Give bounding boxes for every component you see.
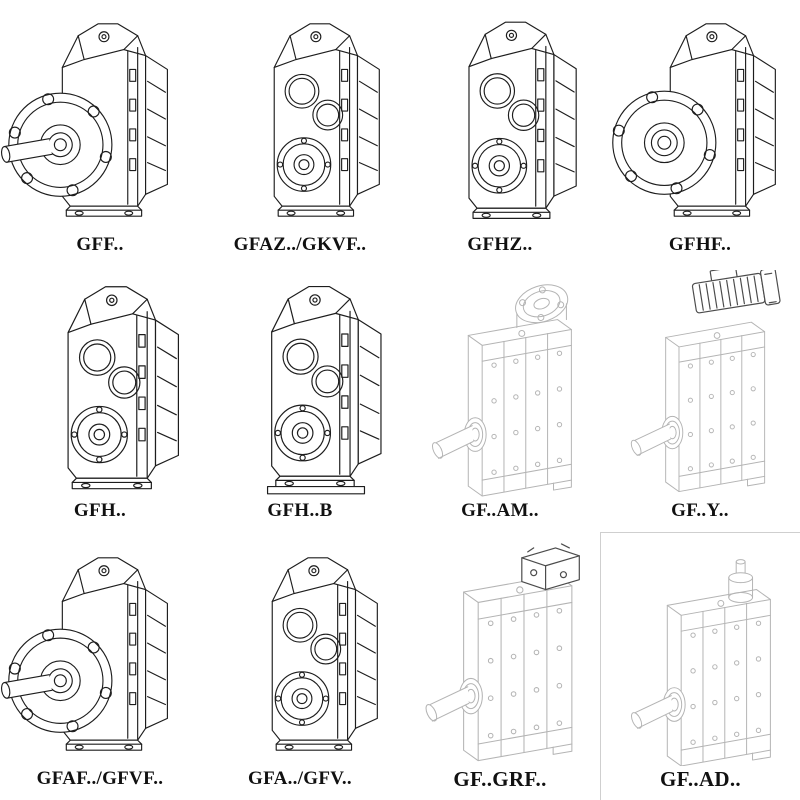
gfhz-drawing	[468, 21, 577, 219]
gfaf-gfvf-drawing	[0, 557, 168, 751]
gf-y-label: GF..Y..	[671, 500, 729, 521]
gearbox-cell-gfaf-gfvf: GFAF../GFVF..	[0, 532, 200, 800]
gearbox-cell-gff: GFF..	[0, 0, 200, 266]
gearbox-cell-gfh: GFH..	[0, 266, 200, 532]
gff-drawing	[0, 23, 168, 217]
gfaz-gkvf-label: GFAZ../GKVF..	[233, 234, 367, 255]
gf-grf-label: GF..GRF..	[453, 767, 547, 791]
gearbox-cell-gf-y: GF..Y..	[600, 266, 800, 532]
gfa-gfv-drawing	[271, 557, 378, 751]
gfhf-drawing	[612, 23, 776, 217]
gff-label: GFF..	[76, 234, 124, 255]
gearbox-cell-gfh-b: GFH..B	[200, 266, 400, 532]
gf-y-drawing	[628, 270, 782, 493]
gfh-drawing	[67, 286, 180, 490]
gfh-b-drawing	[266, 285, 382, 495]
gf-am-drawing	[429, 277, 574, 497]
gfhz-label: GFHZ..	[467, 234, 533, 255]
gf-ad-label: GF..AD..	[660, 767, 741, 791]
gearbox-cell-gfhz: GFHZ..	[400, 0, 600, 266]
gfh-label: GFH..	[73, 500, 127, 521]
gearbox-cell-gfa-gfv: GFA../GFV..	[200, 532, 400, 800]
gf-grf-drawing	[423, 543, 580, 762]
gfaf-gfvf-label: GFAF../GFVF..	[36, 768, 164, 789]
gearbox-cell-gfhf: GFHF..	[600, 0, 800, 266]
gearbox-cell-gf-grf: GF..GRF..	[400, 532, 600, 800]
gfa-gfv-label: GFA../GFV..	[248, 768, 352, 789]
gearbox-cell-gf-am: GF..AM..	[400, 266, 600, 532]
gfhf-label: GFHF..	[668, 234, 732, 255]
gearbox-cell-gfaz-gkvf: GFAZ../GKVF..	[200, 0, 400, 266]
gfaz-gkvf-drawing	[273, 23, 380, 217]
gfh-b-label: GFH..B	[267, 500, 333, 521]
gearbox-cell-gf-ad: GF..AD..	[600, 532, 800, 800]
gf-am-label: GF..AM..	[461, 500, 539, 521]
gf-ad-drawing	[628, 559, 771, 766]
